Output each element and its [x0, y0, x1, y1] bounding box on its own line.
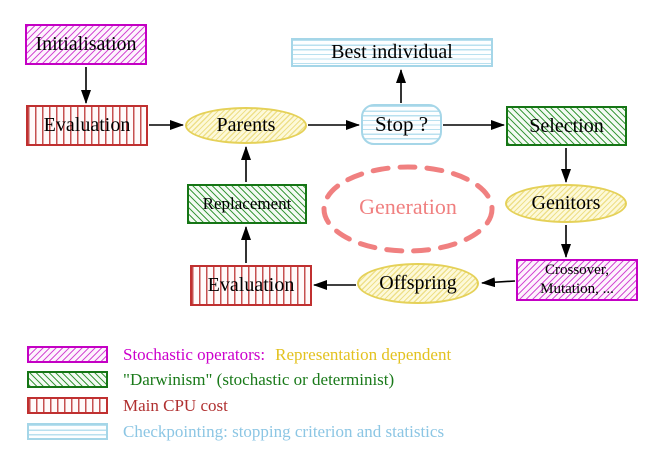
- node-crossover-line2: Mutation, ...: [540, 281, 614, 297]
- node-replacement-label: Replacement: [202, 194, 292, 214]
- node-initialisation: Initialisation: [25, 24, 147, 65]
- legend-label-stochastic-operators: Stochastic operators:: [123, 344, 266, 364]
- node-best-individual: Best individual: [291, 38, 493, 67]
- legend-swatch-cyan-stripes: [27, 423, 108, 440]
- generation-cycle-dashed-ellipse: [321, 164, 495, 254]
- node-genitors-label: Genitors: [531, 192, 601, 214]
- legend-label-main-cpu-cost: Main CPU cost: [123, 395, 228, 415]
- node-replacement: Replacement: [187, 184, 307, 224]
- node-selection: Selection: [506, 106, 627, 146]
- legend-row-main-cpu-cost: Main CPU cost: [27, 395, 228, 415]
- generation-cycle-label: Generation: [359, 194, 457, 219]
- node-evaluation-bottom: Evaluation: [190, 265, 312, 306]
- node-parents-label: Parents: [216, 114, 276, 136]
- node-offspring: Offspring: [357, 263, 479, 304]
- node-stop: Stop ?: [361, 104, 442, 145]
- legend-swatch-green-hatch: [27, 371, 108, 388]
- node-selection-label: Selection: [529, 114, 604, 137]
- node-crossover-line1: Crossover,: [545, 262, 609, 279]
- node-crossover-mutation: Crossover, Mutation, ...: [516, 259, 638, 301]
- legend-label-checkpointing: Checkpointing: stopping criterion and st…: [123, 421, 445, 441]
- legend-label-representation-dependent: Representation dependent: [275, 344, 452, 364]
- node-stop-label: Stop ?: [374, 112, 429, 137]
- legend-row-checkpointing: Checkpointing: stopping criterion and st…: [27, 421, 445, 441]
- legend-label-darwinism: "Darwinism" (stochastic or determinist): [123, 369, 395, 389]
- arrow-crossover-to-offspring: [481, 277, 516, 288]
- legend-swatch-magenta-hatch: [27, 346, 108, 363]
- legend-row-darwinism: "Darwinism" (stochastic or determinist): [27, 369, 395, 389]
- node-initialisation-label: Initialisation: [35, 33, 137, 55]
- node-offspring-label: Offspring: [379, 272, 457, 294]
- node-parents: Parents: [185, 107, 307, 144]
- legend-swatch-red-stripes: [27, 397, 108, 414]
- node-best-individual-label: Best individual: [331, 41, 453, 63]
- legend-row-stochastic-operators: Stochastic operators: Representation dep…: [27, 344, 452, 364]
- node-evaluation-top-label: Evaluation: [43, 114, 131, 136]
- node-genitors: Genitors: [505, 184, 627, 223]
- node-evaluation-bottom-label: Evaluation: [207, 274, 295, 296]
- node-evaluation-top: Evaluation: [26, 105, 148, 146]
